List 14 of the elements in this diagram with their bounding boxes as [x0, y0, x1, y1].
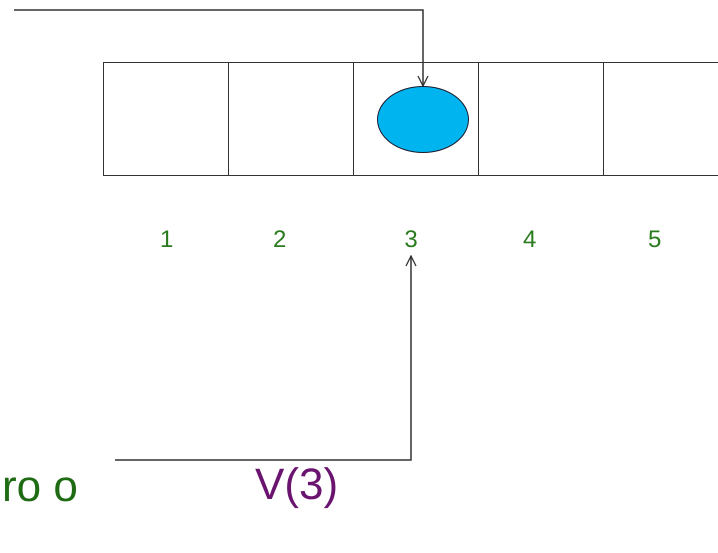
index-number: 4: [523, 226, 536, 254]
array-cell: [478, 62, 604, 176]
index-number: 3: [398, 226, 424, 256]
array-cell: [603, 62, 718, 176]
arrow: [14, 9, 429, 87]
index-number: 2: [273, 226, 286, 254]
arrow: [115, 255, 417, 461]
array-cell: [228, 62, 354, 176]
cut-off-text: ro o: [2, 462, 78, 513]
index-number: 5: [648, 226, 662, 254]
array-cell: [353, 62, 479, 176]
value-label: V(3): [255, 460, 338, 511]
index-number: 1: [160, 226, 174, 254]
array-cell: [103, 62, 229, 176]
